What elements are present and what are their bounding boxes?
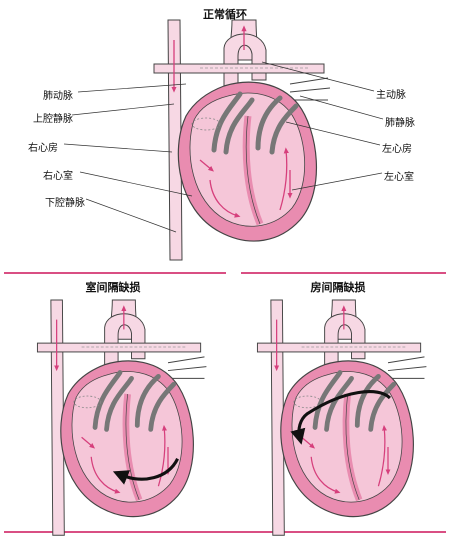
leader-lines xyxy=(63,61,384,233)
label-right-ventricle: 右心室 xyxy=(43,171,73,182)
asd-title: 房间隔缺损 xyxy=(310,281,366,294)
label-aorta: 主动脉 xyxy=(376,90,406,101)
vsd-shunt-arrow xyxy=(112,457,179,485)
vsd-title: 室间隔缺损 xyxy=(85,281,141,294)
label-inferior-vena-cava: 下腔静脉 xyxy=(45,198,85,209)
vsd-heart xyxy=(37,300,206,535)
asd-heart xyxy=(257,300,426,535)
asd-shunt-arrow xyxy=(290,390,392,445)
label-left-ventricle: 左心室 xyxy=(384,172,414,183)
label-pulmonary-veins: 肺静脉 xyxy=(385,118,415,129)
divider-left xyxy=(4,272,226,274)
divider-bottom xyxy=(4,531,446,533)
normal-heart xyxy=(154,20,330,260)
label-pulmonary-artery: 肺动脉 xyxy=(43,91,73,102)
divider-right xyxy=(241,272,446,274)
label-superior-vena-cava: 上腔静脉 xyxy=(33,114,73,125)
label-right-atrium: 右心房 xyxy=(28,143,58,154)
label-left-atrium: 左心房 xyxy=(382,144,412,155)
normal-circulation-title: 正常循环 xyxy=(203,8,247,21)
